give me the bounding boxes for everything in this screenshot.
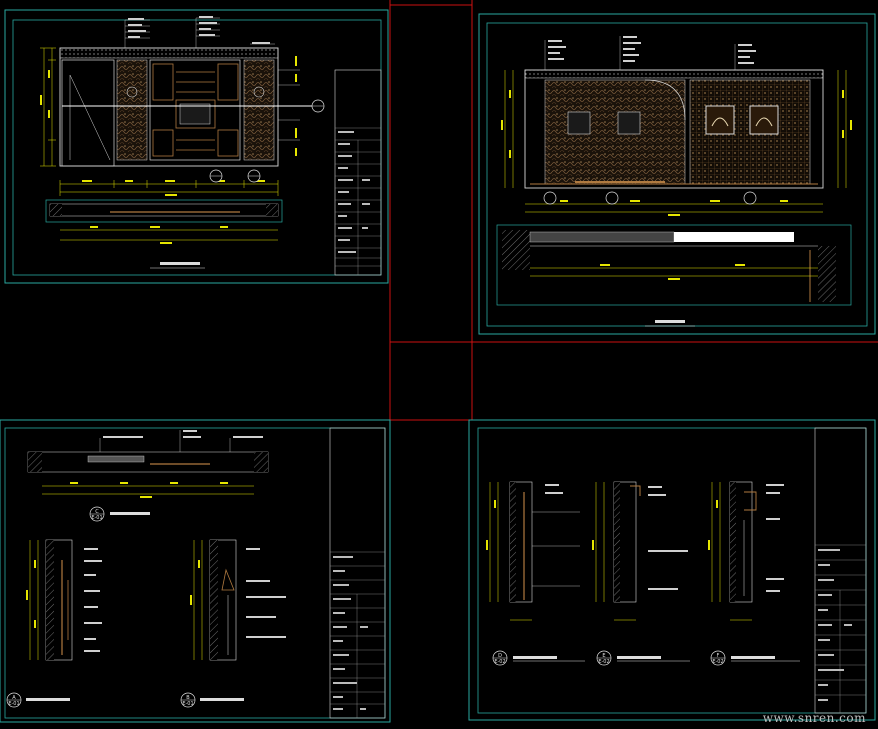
sheet-top-left [4, 9, 389, 284]
marker-b-letter: B [186, 695, 190, 701]
sheet-bottom-right [468, 419, 876, 721]
marker-f-code: E-02 [712, 659, 723, 665]
marker-c-letter: C [95, 509, 99, 515]
section-marker-labels: A E-01 B E-01 C E-01 D E-02 E E-02 F E-0… [8, 509, 723, 707]
sheet-top-right [478, 13, 876, 335]
sheet-borders [389, 0, 878, 421]
marker-e-code: E-02 [598, 659, 609, 665]
marker-a-letter: A [12, 695, 16, 701]
watermark: www.snren.com [762, 711, 866, 725]
sheet-bottom-left [0, 419, 391, 723]
marker-a-code: E-01 [8, 701, 19, 707]
marker-f-letter: F [717, 653, 720, 659]
marker-c-code: E-01 [91, 515, 102, 521]
marker-b-code: E-01 [182, 701, 193, 707]
marker-d-letter: D [498, 653, 502, 659]
marker-e-letter: E [602, 653, 605, 659]
marker-d-code: E-02 [494, 659, 505, 665]
